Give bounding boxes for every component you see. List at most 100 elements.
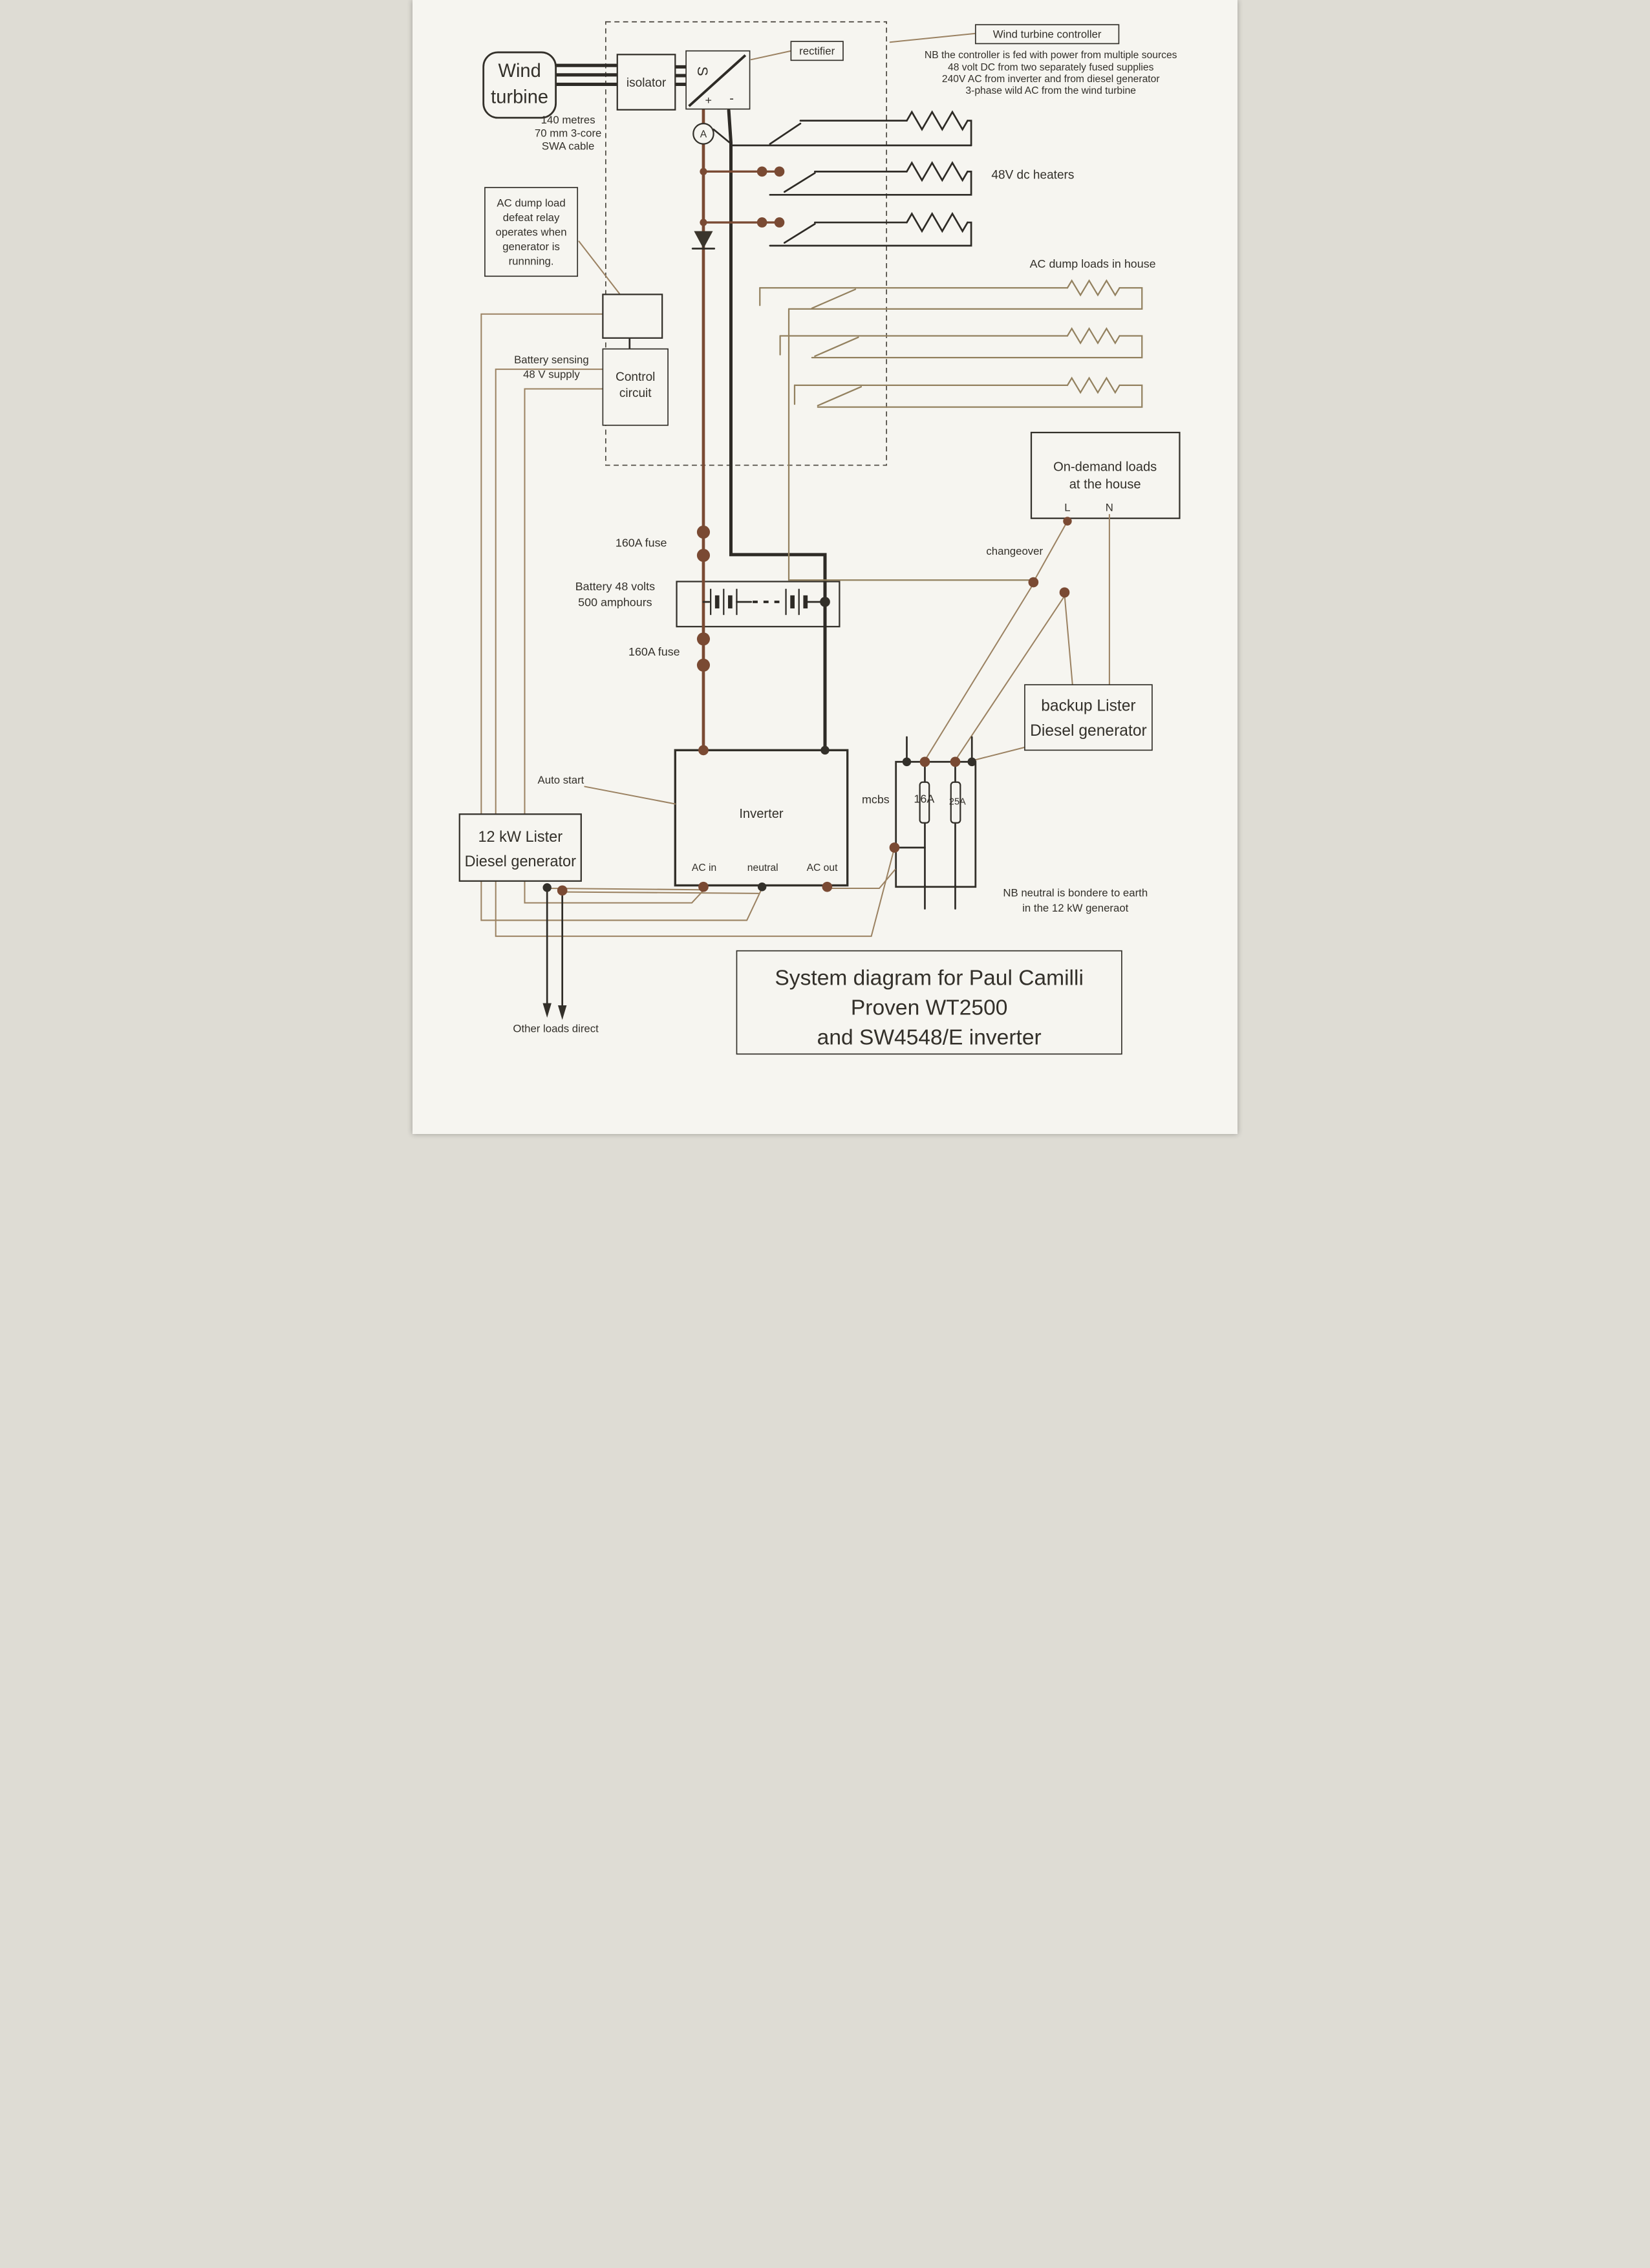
- inverter-dc-neg-terminal: [820, 745, 830, 755]
- relay-box: [602, 294, 663, 339]
- neutral-note: NB neutral is bondere to earth: [1003, 886, 1148, 899]
- live-terminal-label: L: [1064, 501, 1070, 513]
- heater-circuit-1: [730, 110, 972, 147]
- rectifier-sine-symbol: S: [694, 67, 711, 76]
- changeover-to-backup-wire: [1064, 594, 1073, 686]
- diesel-generator-label: 12 kW Lister: [478, 828, 562, 845]
- heater-resistor-1: [906, 110, 969, 131]
- controller-label-box: [974, 24, 1120, 45]
- inverter-acout-label: AC out: [807, 862, 838, 873]
- heater-circuit-2: [702, 161, 972, 196]
- inverter-dc-pos-terminal: [698, 745, 709, 756]
- inverter-acout-terminal: [822, 881, 833, 892]
- other-loads-label: Other loads direct: [513, 1023, 599, 1035]
- ammeter-icon: [692, 123, 714, 145]
- changeover-contact-1: [1028, 577, 1039, 588]
- rectifier-plus: +: [705, 94, 712, 107]
- system-diagram-svg: Wind turbine isolator S + - rectifier Wi…: [458, 21, 1181, 1055]
- ac-dump-circuit-2: [779, 327, 1143, 359]
- dump-relay-note: operates when: [496, 226, 567, 238]
- control-wiring: [480, 241, 1110, 1008]
- control-circuit-label: circuit: [619, 387, 652, 400]
- dump-resistor-2: [1066, 327, 1120, 345]
- mcb-16a-icon: [919, 781, 930, 824]
- dc-negative-bus: [712, 109, 827, 752]
- neutral-terminal-label: N: [1106, 501, 1113, 513]
- diagram-title: System diagram for Paul Camilli: [775, 966, 1084, 990]
- ammeter-switch-blade: [712, 128, 731, 144]
- changeover-to-mcb2-wire: [954, 595, 1066, 762]
- ac-dump-circuit-1: [759, 279, 1143, 581]
- isolator-label: isolator: [627, 76, 667, 90]
- neutral-note: in the 12 kW generaot: [1022, 902, 1128, 914]
- fuse-bottom-element-1: [696, 632, 711, 646]
- battery-label: Battery 48 volts: [575, 580, 655, 593]
- diesel-generator-box: [458, 813, 582, 882]
- controller-note: NB the controller is fed with power from…: [925, 50, 1177, 61]
- rectifier-minus: -: [729, 91, 734, 105]
- fuse-bottom-element-2: [696, 658, 711, 672]
- backup-to-mcbs-wire: [972, 746, 1025, 762]
- dump-switch-1: [811, 288, 857, 309]
- control-circuit-label: Control: [616, 370, 655, 384]
- changeover-to-mcb1-wire: [924, 583, 1034, 762]
- on-demand-live-terminal: [1063, 517, 1072, 526]
- on-demand-label: at the house: [1069, 478, 1141, 492]
- relay-note-pointer: [578, 241, 621, 295]
- rectifier-label-box: [790, 41, 844, 61]
- backup-generator-label: Diesel generator: [1030, 722, 1147, 740]
- battery-sense-wire-2: [524, 388, 703, 904]
- ammeter-label: A: [700, 129, 707, 140]
- rectifier-label: rectifier: [799, 45, 835, 57]
- mcbs-label: mcbs: [862, 793, 890, 806]
- heater-circuit-3: [702, 211, 972, 247]
- rectifier-box: [685, 50, 751, 110]
- diagram-title: and SW4548/E inverter: [817, 1026, 1042, 1050]
- fuse-top-element-1: [696, 525, 711, 539]
- component-symbols: [542, 123, 1072, 1020]
- on-demand-label: On-demand loads: [1053, 460, 1157, 475]
- on-demand-loads-box: [1030, 431, 1181, 519]
- controller-label-pointer: [889, 32, 976, 43]
- controller-note: 3-phase wild AC from the wind turbine: [965, 85, 1136, 96]
- mcbs-box: [895, 760, 977, 888]
- battery-sense-label: 48 V supply: [523, 369, 580, 381]
- controller-title: Wind turbine controller: [993, 28, 1102, 40]
- battery-box: [676, 581, 841, 628]
- backup-generator-label: backup Lister: [1041, 698, 1135, 715]
- heater-switch-3: [783, 222, 816, 244]
- turbine-conductors: [554, 63, 688, 86]
- control-circuit-box: [602, 348, 669, 426]
- controller-dashed-boundary: [605, 21, 887, 466]
- fuse-top-label: 160A fuse: [616, 536, 667, 549]
- dump-relay-note: runnning.: [509, 255, 554, 267]
- acout-to-mcbs-wire: [826, 868, 896, 889]
- gen-to-acin-wire: [547, 887, 702, 891]
- inverter-neutral-terminal: [757, 882, 767, 892]
- heater-switch-2: [783, 172, 816, 193]
- rectifier-label-pointer: [750, 50, 792, 61]
- diesel-generator-label: Diesel generator: [465, 853, 577, 870]
- battery-neg-terminal: [820, 597, 830, 607]
- dump-relay-note: AC dump load: [497, 197, 565, 209]
- inverter-acin-label: AC in: [692, 862, 716, 873]
- dump-relay-note: defeat relay: [503, 211, 560, 224]
- dump-relay-note-box: [484, 187, 579, 277]
- dump-relay-note: generator is: [502, 241, 560, 253]
- changeover-label: changeover: [986, 545, 1043, 557]
- auto-start-wire: [584, 786, 676, 805]
- scanned-diagram-page: Wind turbine isolator S + - rectifier Wi…: [412, 0, 1238, 1134]
- wind-turbine-label: Wind: [498, 61, 541, 81]
- dump-resistor-1: [1066, 279, 1120, 297]
- inverter-neutral-label: neutral: [747, 862, 778, 873]
- fuse-bottom-label: 160A fuse: [628, 645, 680, 658]
- heater-resistor-2: [906, 161, 969, 182]
- auto-start-label: Auto start: [538, 774, 584, 786]
- mcb-25a-label: 25A: [949, 797, 966, 808]
- dump-switch-2: [814, 336, 859, 358]
- heaters-label: 48V dc heaters: [991, 169, 1074, 182]
- live-to-changeover-wire: [1034, 520, 1068, 581]
- cable-note: 140 metres: [541, 114, 595, 126]
- changeover-contact-2: [1059, 587, 1070, 598]
- battery-label: 500 amphours: [578, 596, 652, 609]
